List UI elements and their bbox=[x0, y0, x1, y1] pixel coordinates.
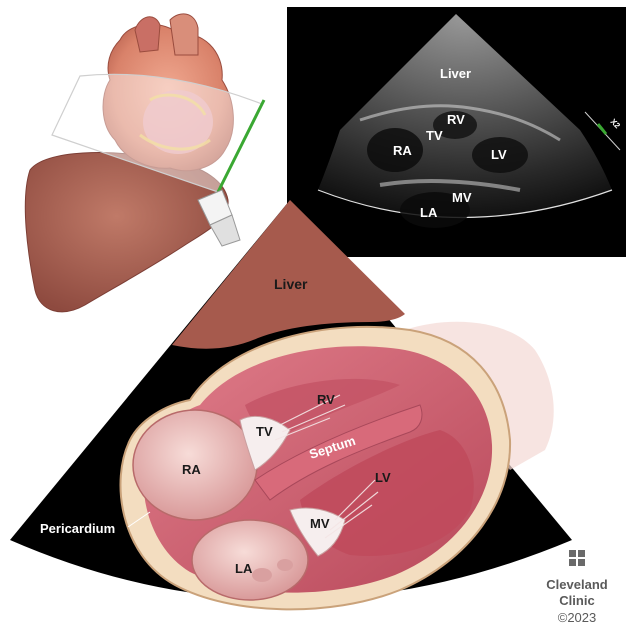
cleveland-clinic-cross-icon bbox=[569, 550, 585, 566]
illus-label-rv: RV bbox=[317, 392, 335, 407]
illus-label-liver: Liver bbox=[274, 276, 308, 292]
echo-label-la: LA bbox=[420, 205, 438, 220]
echo-label-tv: TV bbox=[426, 128, 443, 143]
left-atrium bbox=[192, 520, 308, 600]
illus-label-mv: MV bbox=[310, 516, 330, 531]
brand-copyright: ©2023 bbox=[558, 610, 597, 625]
echocardiogram-panel: X2 Liver RV RA TV LV MV LA bbox=[287, 7, 626, 257]
echo-label-lv: LV bbox=[491, 147, 507, 162]
brand-name-line2: Clinic bbox=[559, 593, 594, 608]
illus-label-la: LA bbox=[235, 561, 253, 576]
cleveland-clinic-logo: Cleveland Clinic ©2023 bbox=[546, 550, 607, 625]
echo-label-ra: RA bbox=[393, 143, 412, 158]
illus-label-pericardium: Pericardium bbox=[40, 521, 115, 536]
echo-label-mv: MV bbox=[452, 190, 472, 205]
illus-label-ra: RA bbox=[182, 462, 201, 477]
anatomy-illustration bbox=[25, 14, 264, 312]
echo-label-liver: Liver bbox=[440, 66, 471, 81]
illus-label-tv: TV bbox=[256, 424, 273, 439]
brand-name-line1: Cleveland bbox=[546, 577, 607, 592]
echo-label-rv: RV bbox=[447, 112, 465, 127]
illus-label-lv: LV bbox=[375, 470, 391, 485]
